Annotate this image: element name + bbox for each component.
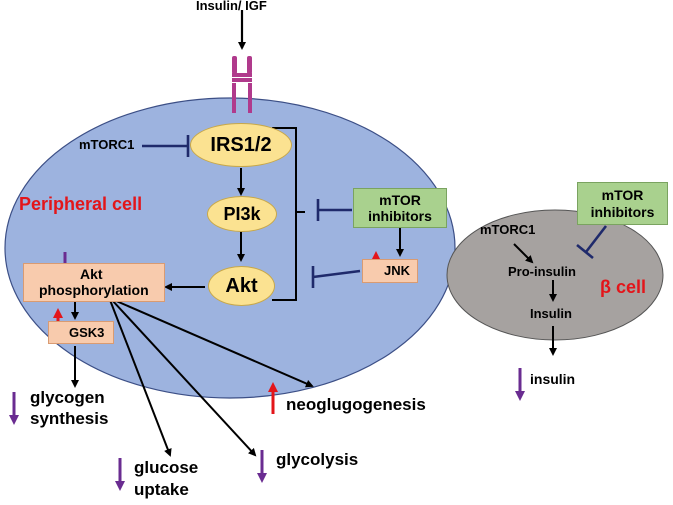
beta-mtor-inhib-line1: mTOR [601, 187, 644, 204]
arrow-to-glycolysis [111, 299, 257, 457]
inhibit-mtor-bracket [316, 199, 352, 221]
glycogen-label-line1: glycogen [30, 388, 105, 407]
glucose-label-line1: glucose [134, 458, 199, 477]
inhibit-jnk-akt [311, 266, 361, 288]
receptor-icon [232, 10, 252, 113]
arrow-mtorc1-to-proinsulin [513, 243, 534, 264]
glycolysis-label: glycolysis [276, 450, 359, 469]
mtor-inhib-line1: mTOR [379, 191, 421, 208]
pi3k-node: PI3k [207, 196, 277, 232]
mtor-inhibitors-box-beta: mTOR inhibitors [577, 182, 668, 225]
mtorc1-label: mTORC1 [79, 137, 135, 152]
beta-cell-label: β cell [600, 277, 647, 297]
gsk3-label: GSK3 [69, 325, 105, 340]
irs-label: IRS1/2 [210, 133, 272, 156]
neoglucogenesis-label: neoglugogenesis [286, 395, 426, 414]
akt-node: Akt [208, 266, 275, 306]
akt-phos-line2: phosphorylation [39, 282, 149, 298]
jnk-box: JNK [362, 259, 418, 283]
pi3k-label: PI3k [223, 203, 261, 224]
gsk3-box: GSK3 [48, 321, 114, 344]
peripheral-cell [4, 97, 456, 399]
beta-cell [446, 209, 664, 341]
irs-node: IRS1/2 [190, 123, 292, 167]
glycogen-label-line2: synthesis [30, 409, 109, 428]
peripheral-cell-label: Peripheral cell [19, 194, 143, 214]
insulin-inside-label: Insulin [530, 306, 572, 321]
akt-label: Akt [225, 274, 258, 297]
beta-mtorc1-label: mTORC1 [480, 222, 536, 237]
arrow-to-neoglucogenesis [113, 299, 314, 388]
proinsulin-label: Pro-insulin [508, 264, 576, 279]
inhibit-mtor-proinsulin [576, 225, 608, 260]
akt-phosphorylation-box: Akt phosphorylation [23, 263, 165, 302]
inhibit-mtorc1-irs [142, 135, 190, 157]
bracket [272, 127, 297, 301]
input-signal-label: Insulin/ IGF [196, 0, 267, 13]
akt-phos-line1: Akt [80, 266, 103, 282]
jnk-label: JNK [384, 263, 411, 278]
arrow-to-glucose-uptake [109, 299, 172, 457]
mtor-inhibitors-box-peripheral: mTOR inhibitors [353, 188, 447, 228]
glucose-label-line2: uptake [134, 480, 189, 499]
mtor-inhib-line2: inhibitors [368, 208, 432, 224]
insulin-out-label: insulin [530, 371, 576, 387]
beta-mtor-inhib-line2: inhibitors [590, 203, 655, 220]
